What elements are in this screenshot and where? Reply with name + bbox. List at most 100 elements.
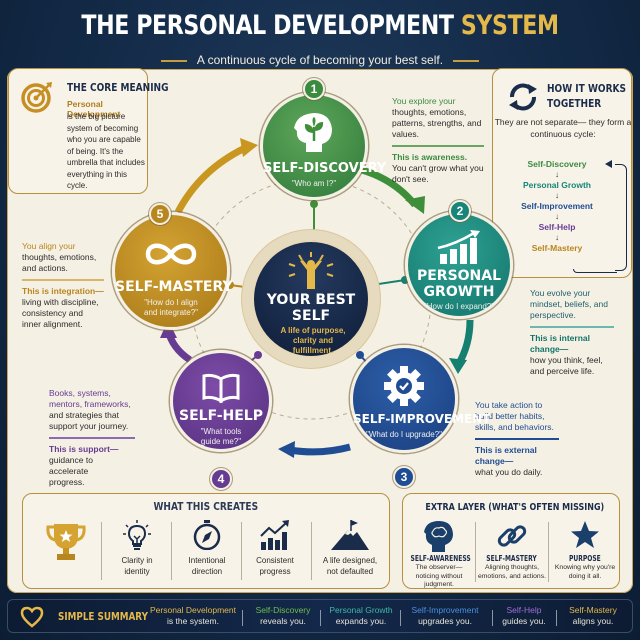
summary-item: Self-Mastery aligns you. <box>560 605 626 627</box>
summary-desc: guides you. <box>502 616 546 626</box>
self-discovery-description: You explore your thoughts, emotions, pat… <box>392 96 484 185</box>
extra-layer-heading: EXTRA LAYER (WHAT'S OFTEN MISSING) <box>403 502 619 513</box>
divider <box>475 438 559 440</box>
core-meaning-card: THE CORE MEANING Personal Development is… <box>8 68 169 194</box>
center-title-line: YOUR BEST <box>266 292 356 308</box>
divider <box>453 59 480 62</box>
summary-title: SIMPLE SUMMARY <box>58 610 148 623</box>
down-arrow-icon: ↓ <box>555 191 559 200</box>
rising-chart-icon <box>260 520 289 550</box>
center-title-line: SELF <box>291 308 331 324</box>
summary-term: Personal Development <box>150 605 236 615</box>
summary-item: Personal Development is the system. <box>148 605 238 627</box>
key-lead: This is awareness. <box>392 151 468 162</box>
divider <box>400 610 401 626</box>
heading-text: WHAT THIS CREATES <box>153 500 259 513</box>
flow-item-self-mastery: Self-Mastery <box>531 243 583 253</box>
down-arrow-icon: ↓ <box>555 233 559 242</box>
gear-check-icon <box>384 366 424 406</box>
desc-body: You take action to build better habits, … <box>475 400 554 432</box>
summary-term: Self-Mastery <box>569 605 617 615</box>
page-subtitle: A continuous cycle of becoming your best… <box>0 53 640 67</box>
question-line: "How do I align <box>144 298 198 307</box>
stage-number-badge: 3 <box>393 466 415 488</box>
summary-term: Self-Discovery <box>255 605 311 615</box>
what-this-creates-heading: WHAT THIS CREATES <box>23 500 389 513</box>
title-main: THE PERSONAL DEVELOPMENT <box>81 10 454 41</box>
title-text: PURPOSE <box>569 554 601 563</box>
creates-item-life-designed: A life designed,not defaulted <box>313 516 387 584</box>
desc-lead: You align your <box>22 241 76 251</box>
stage-title: SELF-IMPROVEMENT <box>353 412 491 426</box>
title-text: SELF-AWARENESS <box>410 554 471 563</box>
stage-title-line: PERSONAL <box>416 268 502 284</box>
loop-back-arrow <box>615 164 627 271</box>
title-accent: SYSTEM <box>460 10 559 41</box>
stage-number-badge: 4 <box>210 468 232 490</box>
raised-arms-person-icon <box>288 252 334 289</box>
extra-item-self-awareness: SELF-AWARENESS The observer— noticing wi… <box>403 518 475 588</box>
cycle-flow-list: Self-Discovery ↓ Personal Growth ↓ Self-… <box>493 159 621 254</box>
core-meaning-body: is the big picture system of becoming wh… <box>67 112 145 190</box>
growth-chart-icon <box>437 230 480 264</box>
question-line: and integrate?" <box>144 308 198 317</box>
key-body: You can't grow what you don't see. <box>392 162 484 184</box>
down-arrow-icon: ↓ <box>555 212 559 221</box>
key-lead: This is integration— <box>22 285 104 296</box>
subtitle-text: A continuous cycle of becoming your best… <box>196 53 444 67</box>
label-line: A life designed, <box>322 556 378 565</box>
creates-label: A life designed,not defaulted <box>313 556 387 577</box>
key-body: living with discipline, consistency and … <box>22 296 99 329</box>
summary-desc: reveals you. <box>260 616 306 626</box>
summary-term: Self-Help <box>506 605 542 615</box>
flow-item-self-improvement: Self-Improvement <box>521 201 593 211</box>
divider <box>392 145 484 147</box>
star-icon <box>571 521 599 548</box>
chain-link-icon <box>497 525 527 547</box>
desc-body: thoughts, emotions, patterns, strengths,… <box>392 107 482 139</box>
desc-lead: Books, systems, mentors, frameworks, <box>49 388 131 409</box>
divider <box>548 522 549 582</box>
extra-title: SELF-MASTERY <box>476 554 548 563</box>
head-sprout-icon <box>294 113 332 152</box>
stage-self-discovery[interactable]: SELF-DISCOVERY "Who am I?" <box>260 92 386 200</box>
trophy-icon <box>46 524 86 560</box>
summary-desc: upgrades you. <box>418 616 472 626</box>
extra-body: Aligning thoughts, emotions, and actions… <box>477 564 546 580</box>
divider <box>530 326 614 328</box>
self-help-description: Books, systems, mentors, frameworks, and… <box>49 388 135 488</box>
lightbulb-icon <box>123 520 151 550</box>
simple-summary-bar: SIMPLE SUMMARY Personal Development is t… <box>7 599 633 633</box>
key-lead: This is support— <box>49 443 119 454</box>
key-lead: This is internal change— <box>530 332 590 354</box>
divider <box>241 522 242 580</box>
core-meaning-lead: Personal Development <box>67 99 121 119</box>
divider <box>475 522 476 582</box>
how-it-works-intro: They are not separate— they form a conti… <box>494 117 632 139</box>
stage-title: SELF-MASTERY <box>115 279 233 295</box>
divider <box>49 437 135 439</box>
infinity-icon <box>145 243 197 265</box>
label-line: Clarity in <box>121 556 153 565</box>
how-it-works-heading: HOW IT WORKS TOGETHER <box>547 82 627 110</box>
divider <box>101 522 102 580</box>
open-book-icon <box>202 373 240 403</box>
divider <box>311 522 312 580</box>
stage-self-improvement[interactable]: SELF-IMPROVEMENT "What do I upgrade?" <box>350 345 491 453</box>
loop-back-arrow-head-icon <box>605 160 612 168</box>
mountain-flag-icon <box>331 520 369 550</box>
label-line: progress <box>259 566 291 576</box>
question-line: "What tools <box>200 427 242 436</box>
down-arrow-icon: ↓ <box>555 170 559 179</box>
brain-head-icon <box>424 521 453 552</box>
summary-item: Self-Discovery reveals you. <box>248 605 318 627</box>
